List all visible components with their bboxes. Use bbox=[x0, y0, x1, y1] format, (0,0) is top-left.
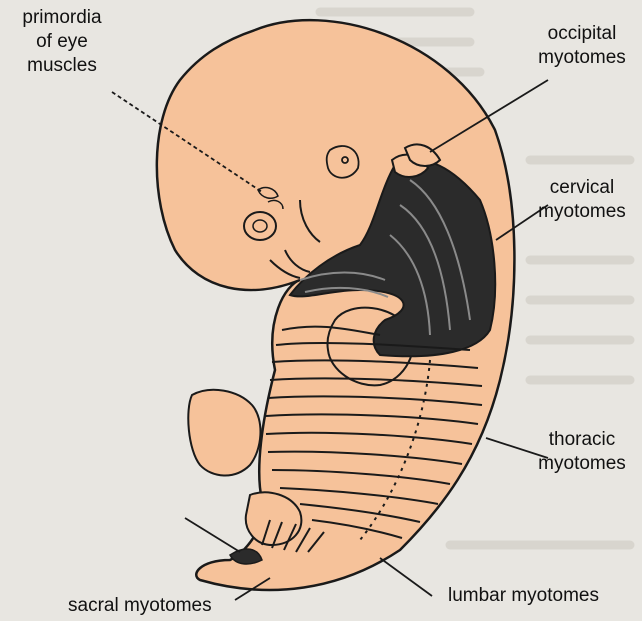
label-line: myotomes bbox=[524, 46, 640, 70]
label-primordia-eye-muscles: primordia of eye muscles bbox=[12, 6, 112, 78]
label-line: of eye bbox=[12, 30, 112, 54]
label-line: cervical bbox=[524, 176, 640, 200]
label-line: occipital bbox=[524, 22, 640, 46]
otic-vesicle bbox=[327, 146, 359, 178]
label-line: myotomes bbox=[524, 452, 640, 476]
label-sacral-myotomes: sacral myotomes bbox=[68, 594, 212, 618]
label-line: muscles bbox=[12, 54, 112, 78]
eye bbox=[244, 212, 276, 240]
label-thoracic-myotomes: thoracic myotomes bbox=[524, 428, 640, 476]
lower-limb-bud bbox=[188, 390, 260, 476]
label-occipital-myotomes: occipital myotomes bbox=[524, 22, 640, 70]
label-cervical-myotomes: cervical myotomes bbox=[524, 176, 640, 224]
leader-lumbar bbox=[380, 558, 432, 596]
label-line: thoracic bbox=[524, 428, 640, 452]
label-line: lumbar myotomes bbox=[448, 584, 599, 608]
label-line: primordia bbox=[12, 6, 112, 30]
label-line: sacral myotomes bbox=[68, 594, 212, 618]
label-line: myotomes bbox=[524, 200, 640, 224]
leader-regressing bbox=[185, 518, 240, 552]
label-lumbar-myotomes: lumbar myotomes bbox=[448, 584, 599, 608]
